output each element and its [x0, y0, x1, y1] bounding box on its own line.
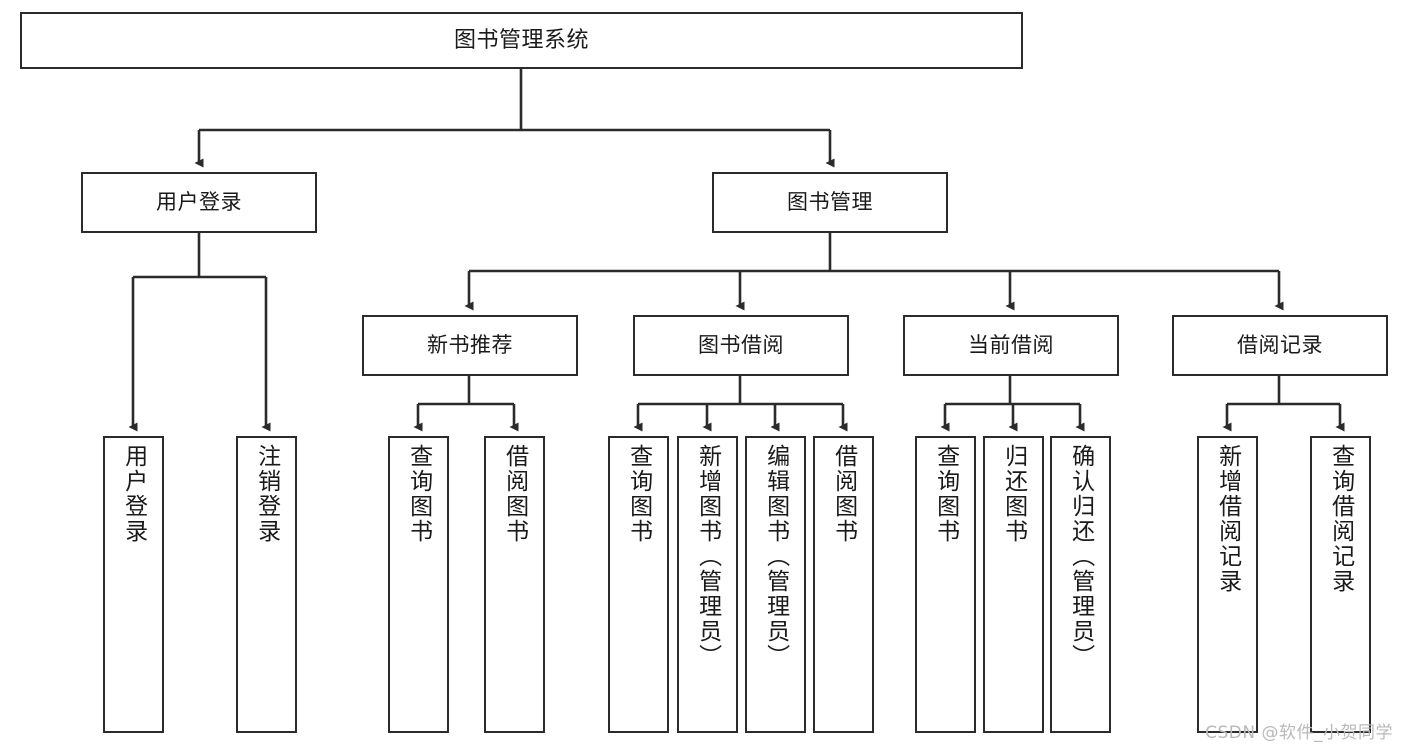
node-leaf-confirm-return-label: 确认归还（管理员） — [1067, 444, 1094, 669]
node-leaf-add-record-label: 新增借阅记录 — [1214, 444, 1241, 594]
node-borrow-record-label: 借阅记录 — [1237, 333, 1323, 358]
node-current-borrow-label: 当前借阅 — [968, 333, 1054, 358]
node-leaf-query-book-1[interactable]: 查询图书 — [388, 436, 449, 733]
node-root-label: 图书管理系统 — [453, 27, 589, 53]
node-leaf-add-book-label: 新增图书（管理员） — [694, 444, 721, 669]
node-borrow-record[interactable]: 借阅记录 — [1172, 315, 1388, 376]
node-leaf-user-login-label: 用户登录 — [120, 444, 147, 544]
node-leaf-query-book-3-label: 查询图书 — [932, 444, 959, 544]
node-leaf-query-book-1-label: 查询图书 — [405, 444, 432, 544]
node-leaf-borrow-book-1[interactable]: 借阅图书 — [484, 436, 545, 733]
node-leaf-borrow-book-1-label: 借阅图书 — [501, 444, 528, 544]
node-leaf-query-record[interactable]: 查询借阅记录 — [1310, 436, 1371, 733]
node-leaf-query-book-2[interactable]: 查询图书 — [608, 436, 669, 733]
node-leaf-add-record[interactable]: 新增借阅记录 — [1197, 436, 1258, 733]
node-current-borrow[interactable]: 当前借阅 — [903, 315, 1119, 376]
node-leaf-logout[interactable]: 注销登录 — [236, 436, 297, 733]
node-leaf-user-login[interactable]: 用户登录 — [103, 436, 164, 733]
node-leaf-return-book-label: 归还图书 — [1000, 444, 1027, 544]
node-book-borrow[interactable]: 图书借阅 — [633, 315, 849, 376]
node-user-login-label: 用户登录 — [156, 190, 242, 215]
node-leaf-query-book-3[interactable]: 查询图书 — [915, 436, 976, 733]
node-leaf-confirm-return[interactable]: 确认归还（管理员） — [1050, 436, 1111, 733]
node-leaf-logout-label: 注销登录 — [253, 444, 280, 544]
node-leaf-edit-book-label: 编辑图书（管理员） — [762, 444, 789, 669]
node-leaf-add-book[interactable]: 新增图书（管理员） — [677, 436, 738, 733]
node-leaf-return-book[interactable]: 归还图书 — [983, 436, 1044, 733]
node-new-book-rec-label: 新书推荐 — [427, 333, 513, 358]
node-leaf-borrow-book-2[interactable]: 借阅图书 — [813, 436, 874, 733]
node-book-borrow-label: 图书借阅 — [698, 333, 784, 358]
node-book-manage-label: 图书管理 — [787, 190, 873, 215]
node-leaf-edit-book[interactable]: 编辑图书（管理员） — [745, 436, 806, 733]
node-new-book-rec[interactable]: 新书推荐 — [362, 315, 578, 376]
node-root[interactable]: 图书管理系统 — [20, 12, 1023, 69]
node-book-manage[interactable]: 图书管理 — [712, 172, 948, 233]
node-user-login[interactable]: 用户登录 — [81, 172, 317, 233]
node-leaf-query-record-label: 查询借阅记录 — [1327, 444, 1354, 594]
node-leaf-borrow-book-2-label: 借阅图书 — [830, 444, 857, 544]
node-leaf-query-book-2-label: 查询图书 — [625, 444, 652, 544]
